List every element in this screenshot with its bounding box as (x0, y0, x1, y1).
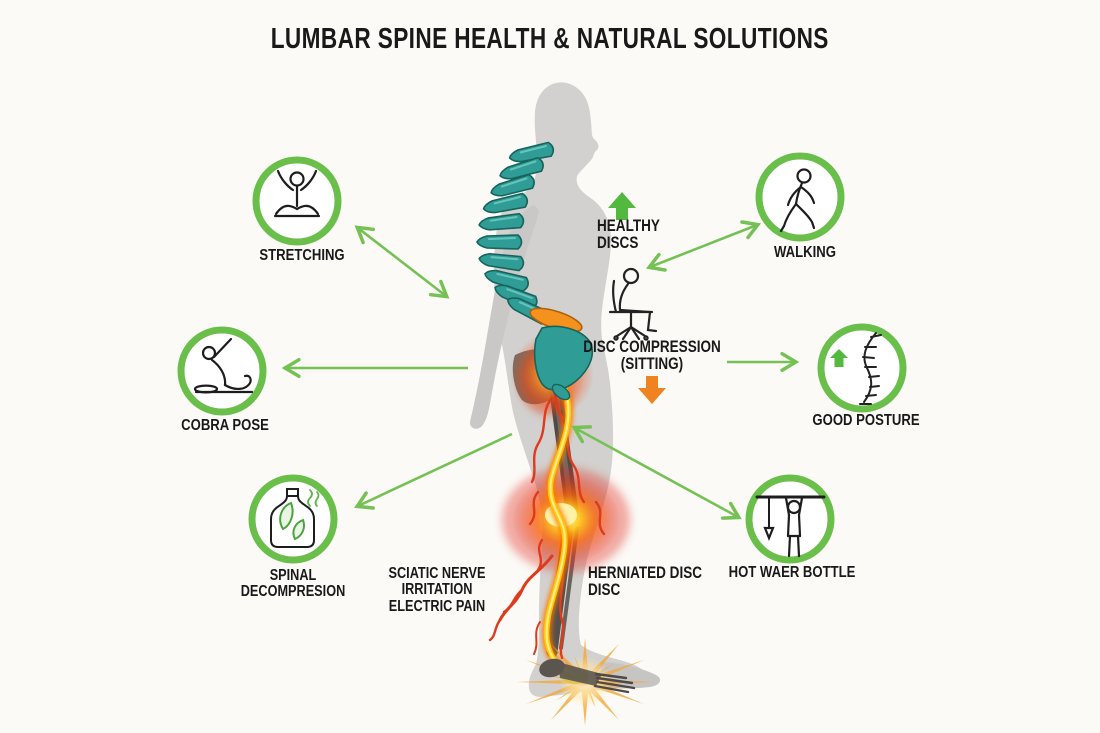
hot-water-bottle-circle (745, 474, 835, 564)
spinal-decompression-circle (248, 474, 338, 564)
label-herniated-disc: HERNIATED DISC DISC (588, 564, 703, 600)
label-walking: WALKING (774, 244, 836, 261)
foot-bones (539, 658, 636, 694)
walking-person-icon (779, 168, 816, 233)
label-disc-compression: DISC COMPRESSION (SITTING) (583, 338, 721, 374)
hanging-bar-icon (755, 495, 826, 558)
up-arrow-icon (608, 192, 636, 220)
label-spinal-decompression: SPINAL DECOMPRESION (240, 567, 346, 601)
herbal-bottle-icon (270, 488, 320, 548)
spine-up-arrow-icon (830, 332, 882, 405)
stretching-circle (252, 156, 342, 246)
label-sciatic-nerve: SCIATIC NERVE IRRITATION ELECTRIC PAIN (388, 565, 486, 615)
walking-circle (755, 152, 845, 242)
connector-arrows (281, 220, 800, 520)
good-posture-circle (817, 323, 907, 413)
sciatic-nerve (539, 345, 589, 684)
cobra-pose-circle (177, 326, 267, 416)
cobra-pose-icon (193, 337, 254, 394)
label-healthy-discs: HEALTHY DISCS (597, 217, 660, 253)
sitting-person-icon (608, 267, 658, 341)
label-stretching: STRETCHING (259, 247, 345, 264)
label-cobra-pose: COBRA POSE (181, 417, 269, 434)
label-good-posture: GOOD POSTURE (812, 412, 920, 429)
spine (476, 140, 594, 401)
arrow-walking-sitting (645, 220, 762, 272)
down-arrow-icon (638, 376, 666, 404)
label-hot-water-bottle: HOT WAER BOTTLE (728, 564, 856, 581)
arrow-to-spinal-decompression (354, 432, 513, 510)
arrow-leg-hot-water (571, 425, 742, 520)
arrow-stretching-body (354, 225, 450, 299)
page-title: LUMBAR SPINE HEALTH & NATURAL SOLUTIONS (270, 23, 830, 55)
stretching-pose-icon (273, 169, 321, 218)
sacrum (533, 325, 594, 391)
